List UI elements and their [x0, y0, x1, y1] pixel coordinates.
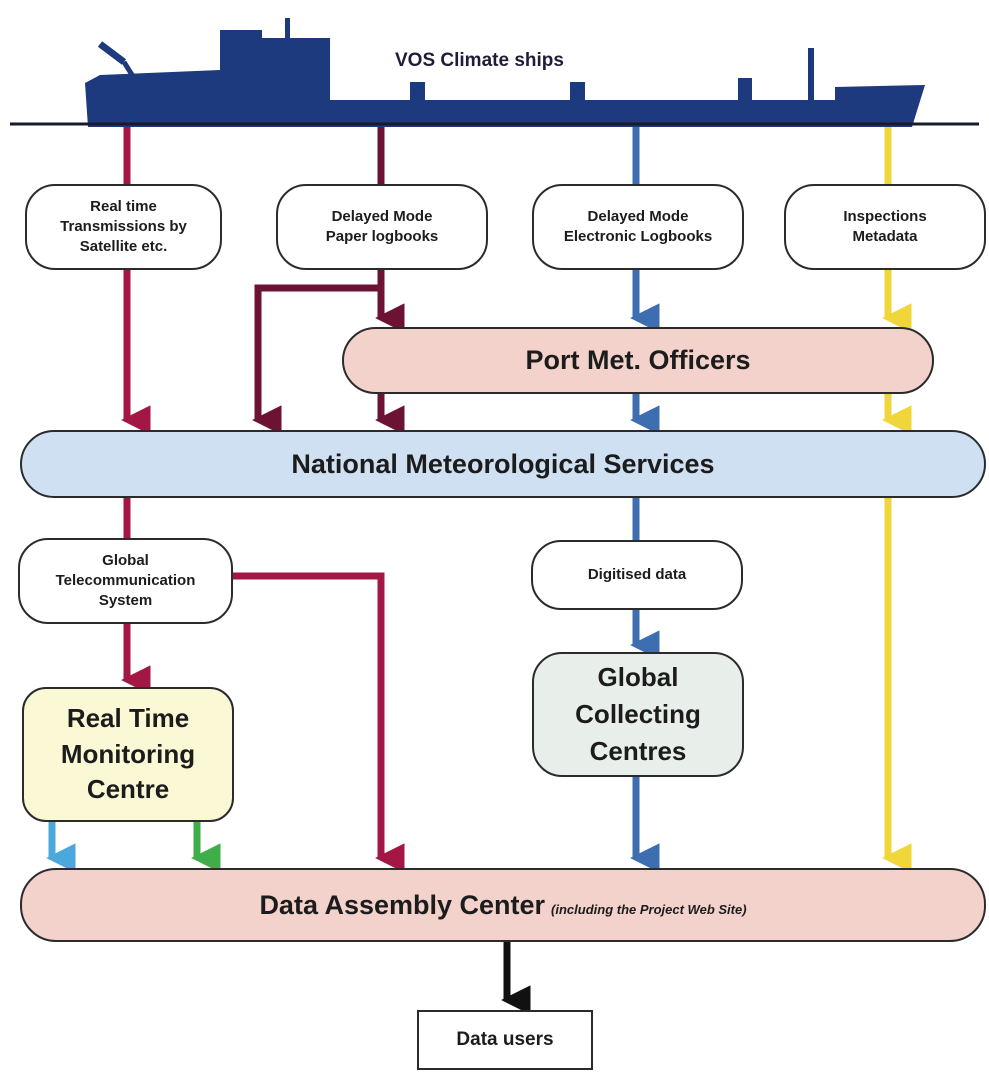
paper-logbooks-node: Delayed Mode Paper logbooks — [276, 184, 488, 270]
national-met-services-node: National Meteorological Services — [20, 430, 986, 498]
electronic-logbooks-node: Delayed Mode Electronic Logbooks — [532, 184, 744, 270]
data-assembly-center-subtitle: (including the Project Web Site) — [551, 901, 747, 917]
realtime-transmissions-node: Real time Transmissions by Satellite etc… — [25, 184, 222, 270]
data-assembly-center-label: Data Assembly Center — [259, 889, 546, 920]
ship-label: VOS Climate ships — [395, 50, 564, 71]
port-met-officers-node: Port Met. Officers — [342, 327, 934, 394]
data-users-node: Data users — [417, 1010, 593, 1070]
inspections-metadata-node: Inspections Metadata — [784, 184, 986, 270]
global-collecting-centres-node: Global Collecting Centres — [532, 652, 744, 777]
digitised-data-node: Digitised data — [531, 540, 743, 610]
real-time-monitoring-centre-node: Real Time Monitoring Centre — [22, 687, 234, 822]
data-assembly-center-node: Data Assembly Center (including the Proj… — [20, 868, 986, 942]
ship-silhouette — [85, 18, 925, 127]
arrow-gts-to-dac — [233, 572, 405, 873]
arrow-paper-to-nms — [252, 284, 381, 435]
gts-node: Global Telecommunication System — [18, 538, 233, 624]
